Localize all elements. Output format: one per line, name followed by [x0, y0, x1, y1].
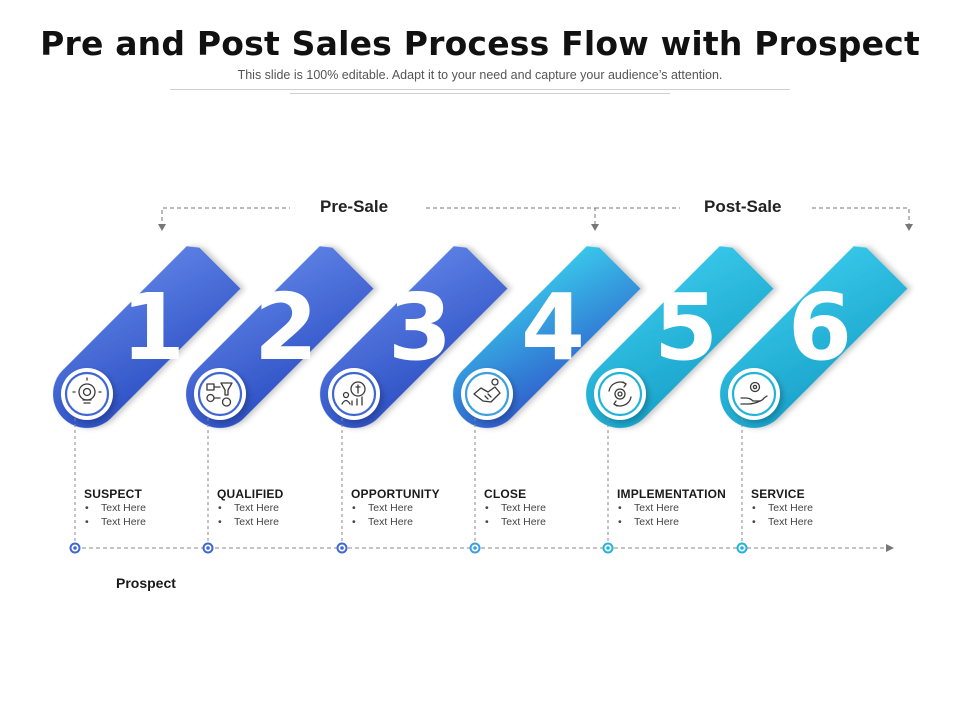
step-3-number: 3 [388, 274, 452, 381]
handshake-icon [473, 378, 501, 403]
step-6-badge-ring [731, 371, 777, 417]
step-2-badge-ring [197, 371, 243, 417]
step-5-badge-ring [597, 371, 643, 417]
step-4-number: 4 [521, 274, 585, 381]
pre-sale-label: Pre-Sale [314, 197, 395, 217]
post-sale-bracket [595, 207, 910, 228]
bullet-item: Text Here [84, 502, 146, 516]
page-title: Pre and Post Sales Process Flow with Pro… [40, 24, 920, 63]
step-2-number: 2 [254, 274, 318, 381]
bullet-item: Text Here [484, 516, 546, 530]
bullet-item: Text Here [217, 502, 279, 516]
pre-sale-arrowhead-left [158, 224, 166, 231]
step-3-badge-ring [331, 371, 377, 417]
step-1-bullets: Text HereText Here [84, 502, 146, 529]
step-1-badge-ring [64, 371, 110, 417]
page-subtitle: This slide is 100% editable. Adapt it to… [237, 68, 723, 82]
step-6-bullets: Text HereText Here [751, 502, 813, 529]
step-2-group: 2 [186, 246, 374, 548]
step-5-badge [594, 368, 646, 420]
post-sale-label: Post-Sale [698, 197, 788, 217]
phase-arrowhead-middle [591, 224, 599, 231]
step-4-badge [461, 368, 513, 420]
step-4-badge-ring [464, 371, 510, 417]
step-5-number: 5 [654, 274, 718, 381]
bullet-item: Text Here [617, 516, 679, 530]
bullet-item: Text Here [84, 516, 146, 530]
step-5-group: 5 [586, 246, 774, 548]
step-3-group: 3 [320, 246, 508, 548]
lightbulb-gear-icon [72, 377, 102, 404]
step-2-bullets: Text HereText Here [217, 502, 279, 529]
money-growth-icon [341, 381, 366, 406]
step-6-group: 6 [720, 246, 908, 548]
hand-gear-icon [740, 381, 768, 405]
step-2-title: QUALIFIED [217, 487, 284, 501]
bullet-item: Text Here [351, 516, 413, 530]
step-1-group: 1 [53, 246, 241, 548]
bullet-item: Text Here [751, 516, 813, 530]
timeline-arrowhead [886, 544, 894, 552]
bullet-item: Text Here [484, 502, 546, 516]
bullet-item: Text Here [617, 502, 679, 516]
bullet-item: Text Here [217, 516, 279, 530]
step-5-bullets: Text HereText Here [617, 502, 679, 529]
step-3-bullets: Text HereText Here [351, 502, 413, 529]
bullet-item: Text Here [351, 502, 413, 516]
timeline-label: Prospect [116, 575, 176, 591]
step-6-badge [728, 368, 780, 420]
step-6-title: SERVICE [751, 487, 805, 501]
title-divider-top [170, 89, 790, 90]
step-2-badge [194, 368, 246, 420]
post-sale-arrowhead-right [905, 224, 913, 231]
step-4-group: 4 [453, 246, 641, 548]
step-3-title: OPPORTUNITY [351, 487, 440, 501]
bullet-item: Text Here [751, 502, 813, 516]
step-1-title: SUSPECT [84, 487, 143, 501]
step-1-number: 1 [121, 274, 185, 381]
step-4-title: CLOSE [484, 487, 527, 501]
title-divider-bottom [290, 93, 670, 94]
step-6-number: 6 [788, 274, 852, 381]
step-1-badge [61, 368, 113, 420]
gear-cycle-icon [608, 381, 632, 407]
funnel-flow-icon [206, 382, 233, 407]
step-5-title: IMPLEMENTATION [617, 487, 727, 501]
step-4-bullets: Text HereText Here [484, 502, 546, 529]
